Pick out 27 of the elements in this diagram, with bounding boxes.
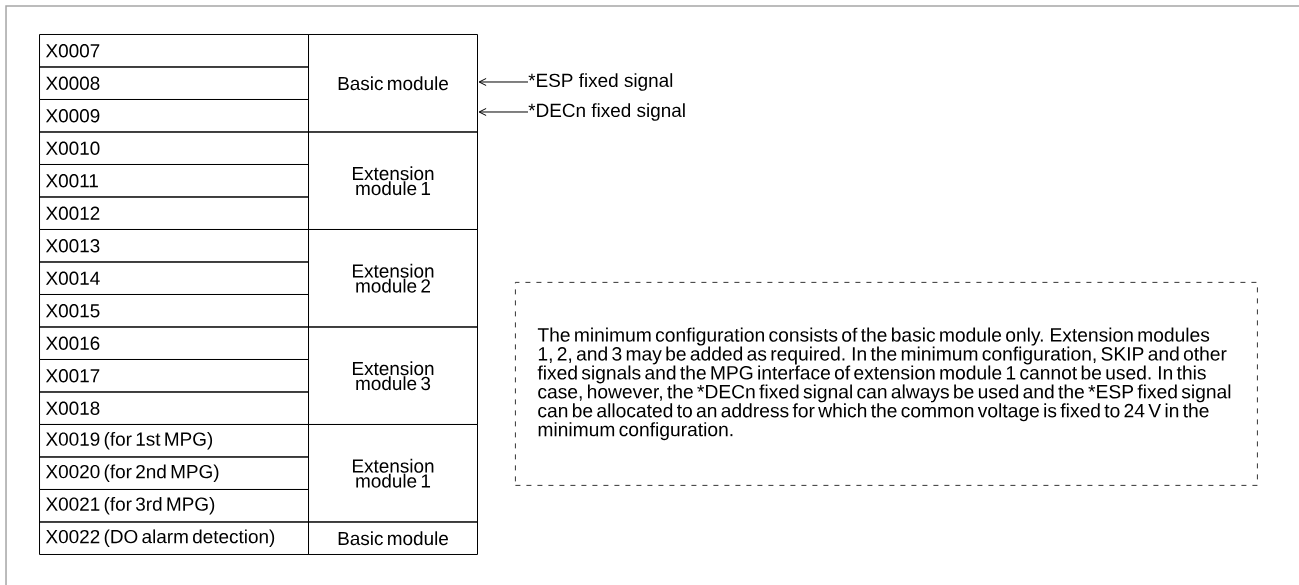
signal-label: *ESP fixed signal xyxy=(528,73,673,91)
signal-label: *DECn fixed signal xyxy=(528,103,685,121)
table-cell: X0008 xyxy=(39,66,309,100)
table-cell: X0015 xyxy=(39,294,309,328)
table-cell: X0019 (for 1st MPG) xyxy=(39,424,309,458)
table-cell: Extension module 3 xyxy=(308,326,478,425)
table-cell: X0012 xyxy=(39,196,309,230)
table-cell: X0009 xyxy=(39,99,309,133)
table-cell: X0018 xyxy=(39,391,309,425)
arrow xyxy=(478,78,529,86)
table-cell: X0011 xyxy=(39,164,309,198)
table-cell: X0007 xyxy=(39,34,309,68)
table-cell: X0013 xyxy=(39,229,309,263)
table-cell: X0020 (for 2nd MPG) xyxy=(39,456,309,490)
table-cell: X0016 xyxy=(39,326,309,360)
table-cell: Extension module 1 xyxy=(308,131,478,230)
table-cell: X0021 (for 3rd MPG) xyxy=(39,489,309,523)
note-box: The minimum configuration consists of the basic module only. Extension modules 1, 2, and 3 may be added as required. In the minimum configuration, SKIP and other fixed signals and the MPG interface of extension module 1 cannot be used. In this case, however, the *DECn fixed signal can always be used and the *ESP fixed signal can be allocated to an address for which the common voltage is fixed to 24 V in the minimum configuration. xyxy=(515,282,1258,486)
arrow xyxy=(478,108,529,116)
table-cell: X0014 xyxy=(39,261,309,295)
table-cell: Extension module 1 xyxy=(308,424,478,523)
table-cell: Extension module 2 xyxy=(308,229,478,328)
table-cell: Basic module xyxy=(308,34,478,133)
table-cell: X0022 (DO alarm detection) xyxy=(39,521,309,555)
table-cell: X0010 xyxy=(39,131,309,165)
table-cell: X0017 xyxy=(39,359,309,393)
table-cell: Basic module xyxy=(308,521,478,555)
